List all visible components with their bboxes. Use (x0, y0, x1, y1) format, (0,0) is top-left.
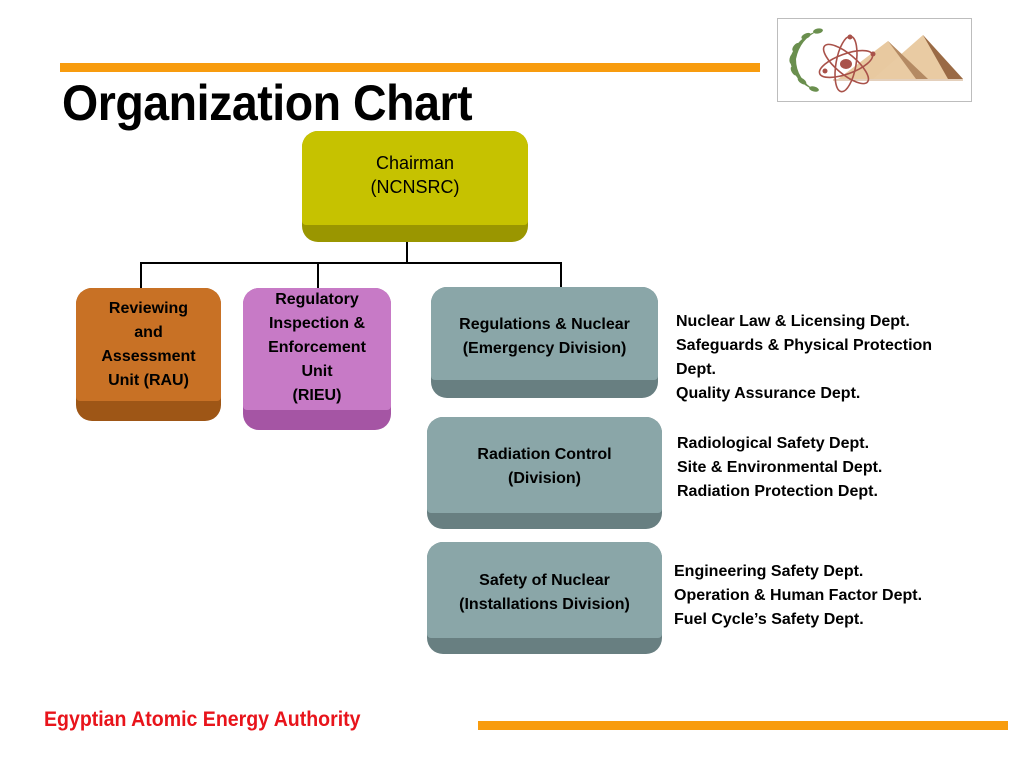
departments-radiation-control: Radiological Safety Dept. Site & Environ… (677, 435, 883, 500)
page-title: Organization Chart (62, 75, 473, 131)
rau-label: Reviewing and Assessment Unit (RAU) (101, 299, 196, 389)
chairman-label: Chairman (NCNSRC) (370, 152, 460, 197)
connector-rau (140, 262, 142, 288)
connector-horizontal (140, 262, 562, 264)
division-label-regulations: Regulations & Nuclear (Emergency Divisio… (459, 315, 630, 357)
footer-organization: Egyptian Atomic Energy Authority (44, 708, 361, 731)
division-box-radiation-control: Radiation Control (Division) (427, 417, 662, 529)
division-label-radiation-control: Radiation Control (Division) (477, 446, 612, 487)
atom-pyramids-logo-icon (789, 28, 963, 93)
connector-rieu (317, 262, 319, 288)
division-box-safety-of-nuclear: Safety of Nuclear (Installations Divisio… (427, 542, 662, 654)
division-label-safety-of-nuclear: Safety of Nuclear (Installations Divisio… (459, 572, 630, 613)
departments-regulations: Nuclear Law & Licensing Dept. Safeguards… (676, 313, 933, 402)
departments-safety-of-nuclear: Engineering Safety Dept. Operation & Hum… (674, 563, 923, 628)
rieu-label: Regulatory Inspection & Enforcement Unit… (268, 291, 366, 404)
rau-box: Reviewing and Assessment Unit (RAU) (76, 288, 221, 421)
chairman-box: Chairman (NCNSRC) (302, 131, 528, 242)
header-accent-bar (60, 63, 760, 72)
connector-chairman-down (406, 238, 408, 262)
rieu-box: Regulatory Inspection & Enforcement Unit… (243, 288, 391, 430)
eaea-logo (777, 18, 972, 102)
connector-regulations (560, 262, 562, 288)
division-box-regulations: Regulations & Nuclear (Emergency Divisio… (431, 287, 658, 398)
footer-accent-bar (478, 721, 1008, 730)
